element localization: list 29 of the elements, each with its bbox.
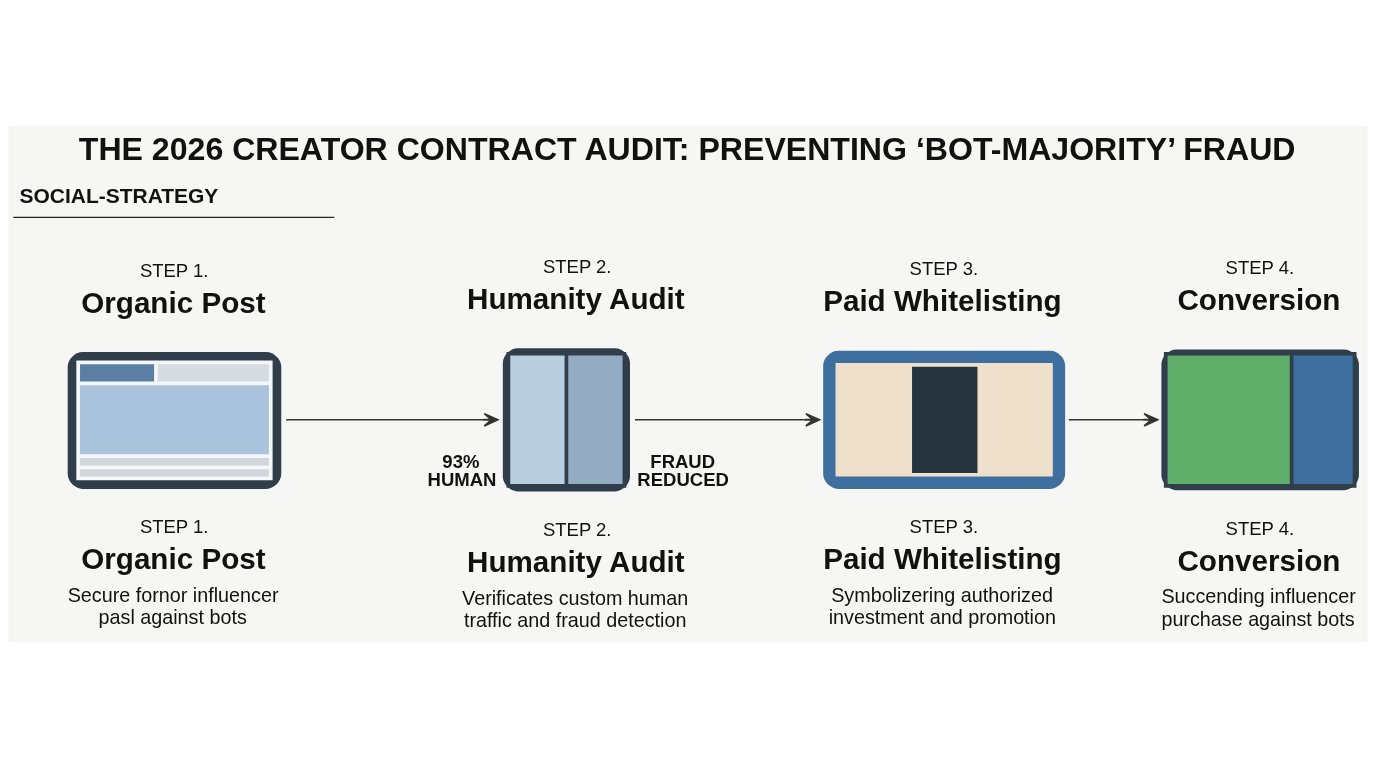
arrow (1068, 412, 1159, 427)
node-label: STEP 4. (1225, 517, 1295, 539)
arrow (285, 412, 499, 427)
node-label: Humanity Audit (467, 544, 685, 578)
node-label: Organic Post (81, 285, 266, 319)
node-box (823, 350, 1066, 489)
label: SOCIAL-STRATEGY (19, 184, 219, 208)
node-label: Paid Whitelisting (823, 284, 1062, 318)
node-label: Organic Post (81, 542, 266, 576)
node-label: Symbolizering authorized investment and promotion (828, 584, 1056, 629)
node-label: Paid Whitelisting (823, 542, 1062, 576)
node-label: FRAUD REDUCED (637, 450, 729, 491)
node-label: Succending influencer purchase against bots (1161, 585, 1356, 630)
node-label: STEP 1. (139, 259, 209, 281)
node-label: 93% HUMAN (427, 450, 497, 491)
arrow (634, 412, 821, 427)
node-label: STEP 2. (542, 518, 612, 540)
node-label: STEP 2. (542, 255, 612, 277)
node-label: STEP 4. (1225, 257, 1295, 279)
node-label: Conversion (1177, 283, 1341, 317)
node-label: Humanity Audit (467, 281, 685, 315)
node-label: STEP 3. (909, 258, 979, 280)
node-box (67, 351, 282, 489)
node-label: STEP 1. (139, 516, 209, 538)
node-label: STEP 3. (909, 516, 979, 538)
node-label: Secure fornor influencer pasl against bots (67, 584, 279, 629)
diagram-title: THE 2026 CREATOR CONTRACT AUDIT: PREVENTING ‘BOT-MAJORITY’ FRAUD (78, 131, 1296, 168)
node-label: Conversion (1177, 543, 1341, 577)
node-label: Verificates custom human traffic and fraud detection (462, 586, 689, 631)
